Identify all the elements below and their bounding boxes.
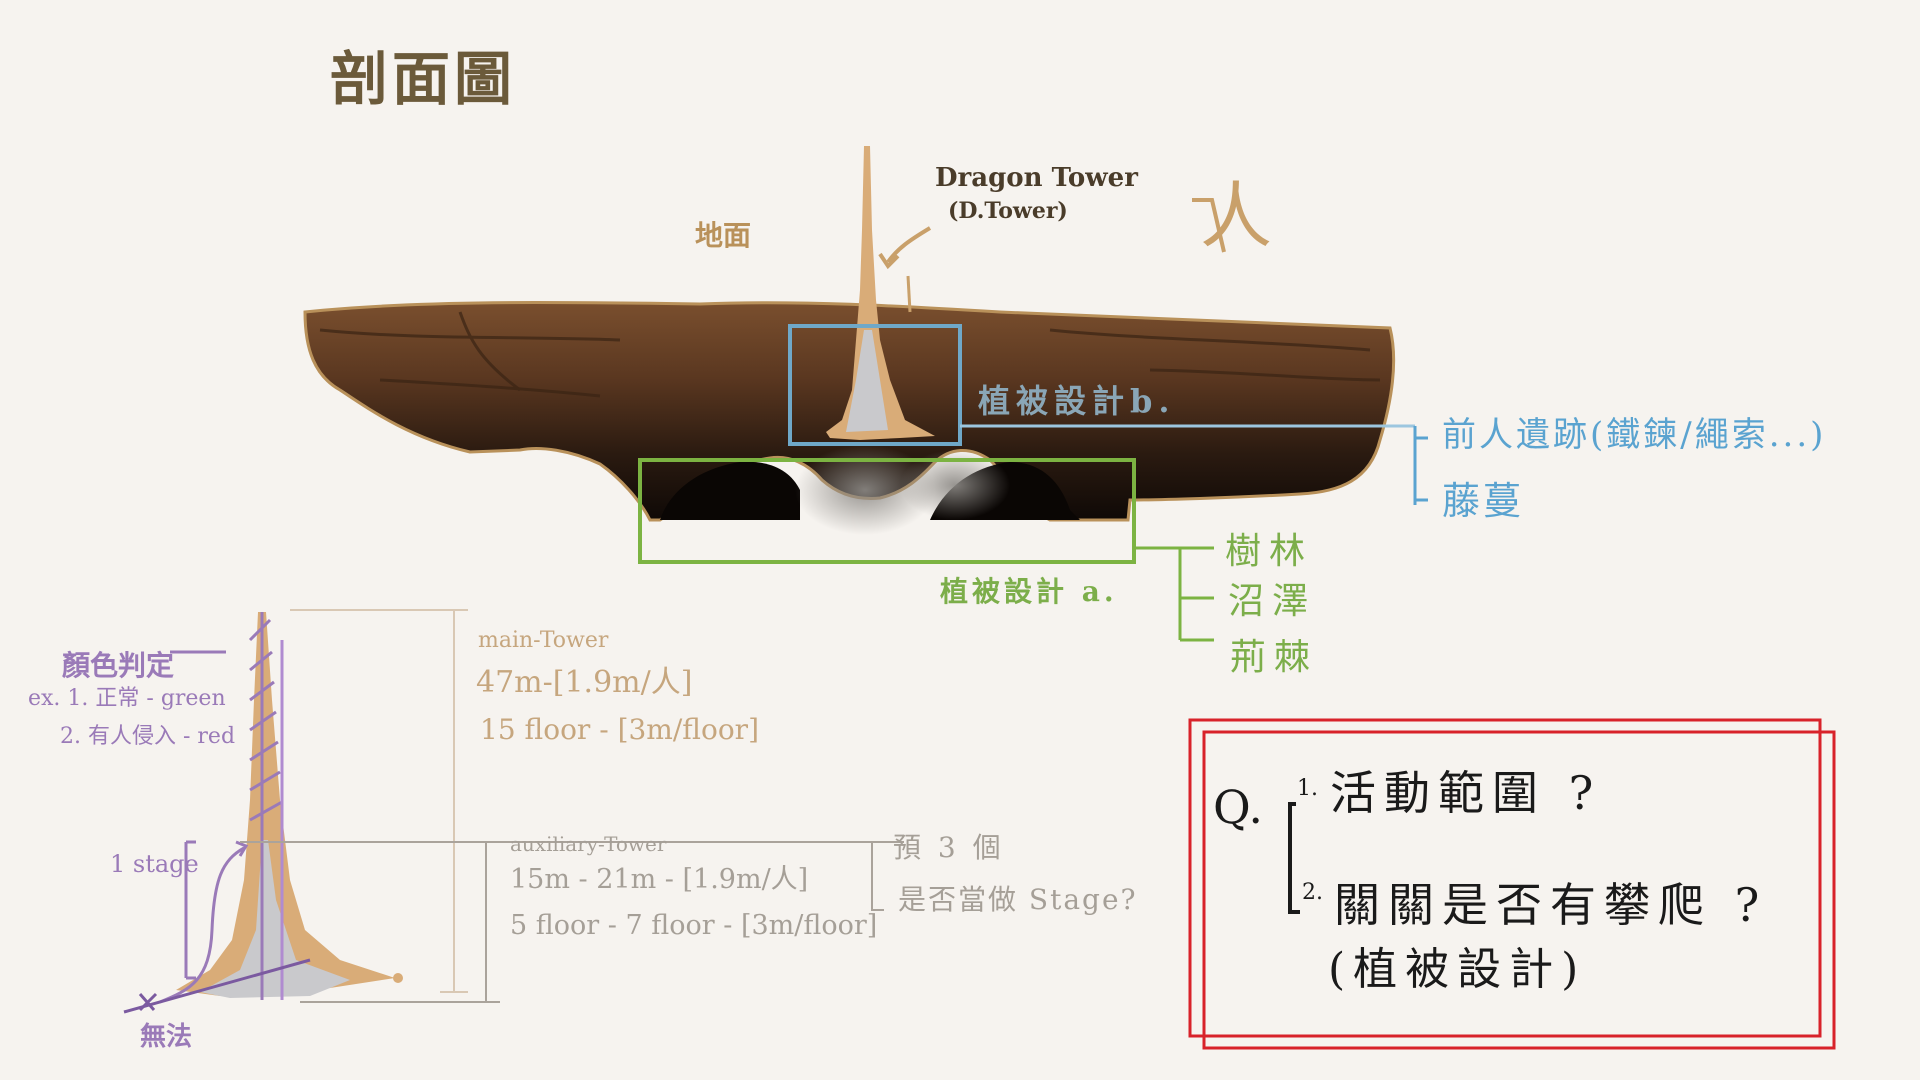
- vegetation-b-item: 藤蔓: [1442, 479, 1525, 523]
- stage-bracket: [184, 840, 196, 980]
- cross-mark: [138, 992, 158, 1012]
- question-1: 活動範圍 ?: [1330, 766, 1602, 820]
- vegetation-a-box: [638, 458, 1136, 564]
- person-label: 人: [1200, 174, 1273, 258]
- unable-label: 無法: [140, 1022, 193, 1052]
- color-judgement-example-1: ex. 1. 正常 - green: [28, 686, 226, 711]
- dimension-lines: [290, 609, 468, 993]
- question-box-outer: [1188, 718, 1822, 1038]
- color-judgement-example-2: 2. 有人侵入 - red: [60, 724, 236, 749]
- main-tower-shape: [176, 612, 395, 996]
- question-prefix: Q.: [1213, 780, 1264, 834]
- question-number: 1.: [1297, 776, 1318, 801]
- main-tower-height: 47m-[1.9m/人]: [476, 665, 693, 700]
- arrow-head: [878, 252, 900, 270]
- main-tower-name: main-Tower: [478, 628, 609, 653]
- climb-arrow: [235, 840, 249, 857]
- auxiliary-tower-name: auxiliary-Tower: [510, 832, 667, 856]
- question-number: 2.: [1302, 880, 1323, 905]
- vegetation-a-item: 荊棘: [1230, 637, 1319, 678]
- tick-mark: [906, 275, 912, 313]
- dragon-tower: [826, 146, 935, 440]
- fog-cloud-2: [900, 450, 1010, 520]
- stage-label: 1 stage: [110, 850, 199, 878]
- fog-cloud: [795, 445, 935, 535]
- question-2-note: (植被設計): [1328, 944, 1587, 995]
- cross-line: [123, 958, 311, 1014]
- question-2: 關關是否有攀爬 ?: [1334, 878, 1768, 932]
- dragon-tower-label: Dragon Tower: [935, 163, 1138, 193]
- ground-label: 地面: [695, 219, 752, 252]
- auxiliary-tower-note: 是否當做 Stage?: [898, 883, 1138, 916]
- green-bracket: [1134, 546, 1214, 642]
- auxiliary-tower-floors: 5 floor - 7 floor - [3m/floor]: [510, 910, 878, 941]
- auxiliary-tower-shape: [200, 840, 350, 998]
- aux-dimension-lines: [240, 841, 904, 1003]
- vegetation-b-label: 植被設計b.: [978, 382, 1176, 420]
- vegetation-a-item: 沼澤: [1228, 581, 1317, 622]
- cave-left: [660, 461, 800, 520]
- vegetation-a-item: 樹林: [1225, 531, 1314, 572]
- blue-bracket: [1413, 426, 1428, 505]
- callout-arrow: [886, 226, 932, 264]
- question-bracket: [1288, 802, 1300, 914]
- tower-core: [846, 330, 888, 432]
- person-sketch: [1192, 198, 1226, 253]
- main-tower-floors: 15 floor - [3m/floor]: [480, 713, 759, 746]
- stage-markers: [248, 612, 284, 1000]
- dot: [393, 973, 403, 983]
- auxiliary-tower-height: 15m - 21m - [1.9m/人]: [510, 864, 809, 895]
- auxiliary-tower-note: 預 3 個: [893, 831, 1005, 864]
- earth-texture: [319, 311, 1381, 398]
- vegetation-b-item: 前人遺跡(鐵鍊/繩索...): [1442, 415, 1827, 455]
- vegetation-a-label: 植被設計 a.: [940, 575, 1118, 608]
- dragon-tower-short-label: (D.Tower): [948, 198, 1068, 224]
- climb-path: [159, 846, 245, 1004]
- question-box-inner: [1202, 730, 1836, 1050]
- page-title: 剖面圖: [330, 45, 517, 113]
- vegetation-b-box: [788, 324, 962, 446]
- color-judgement-label: 顏色判定: [62, 649, 175, 682]
